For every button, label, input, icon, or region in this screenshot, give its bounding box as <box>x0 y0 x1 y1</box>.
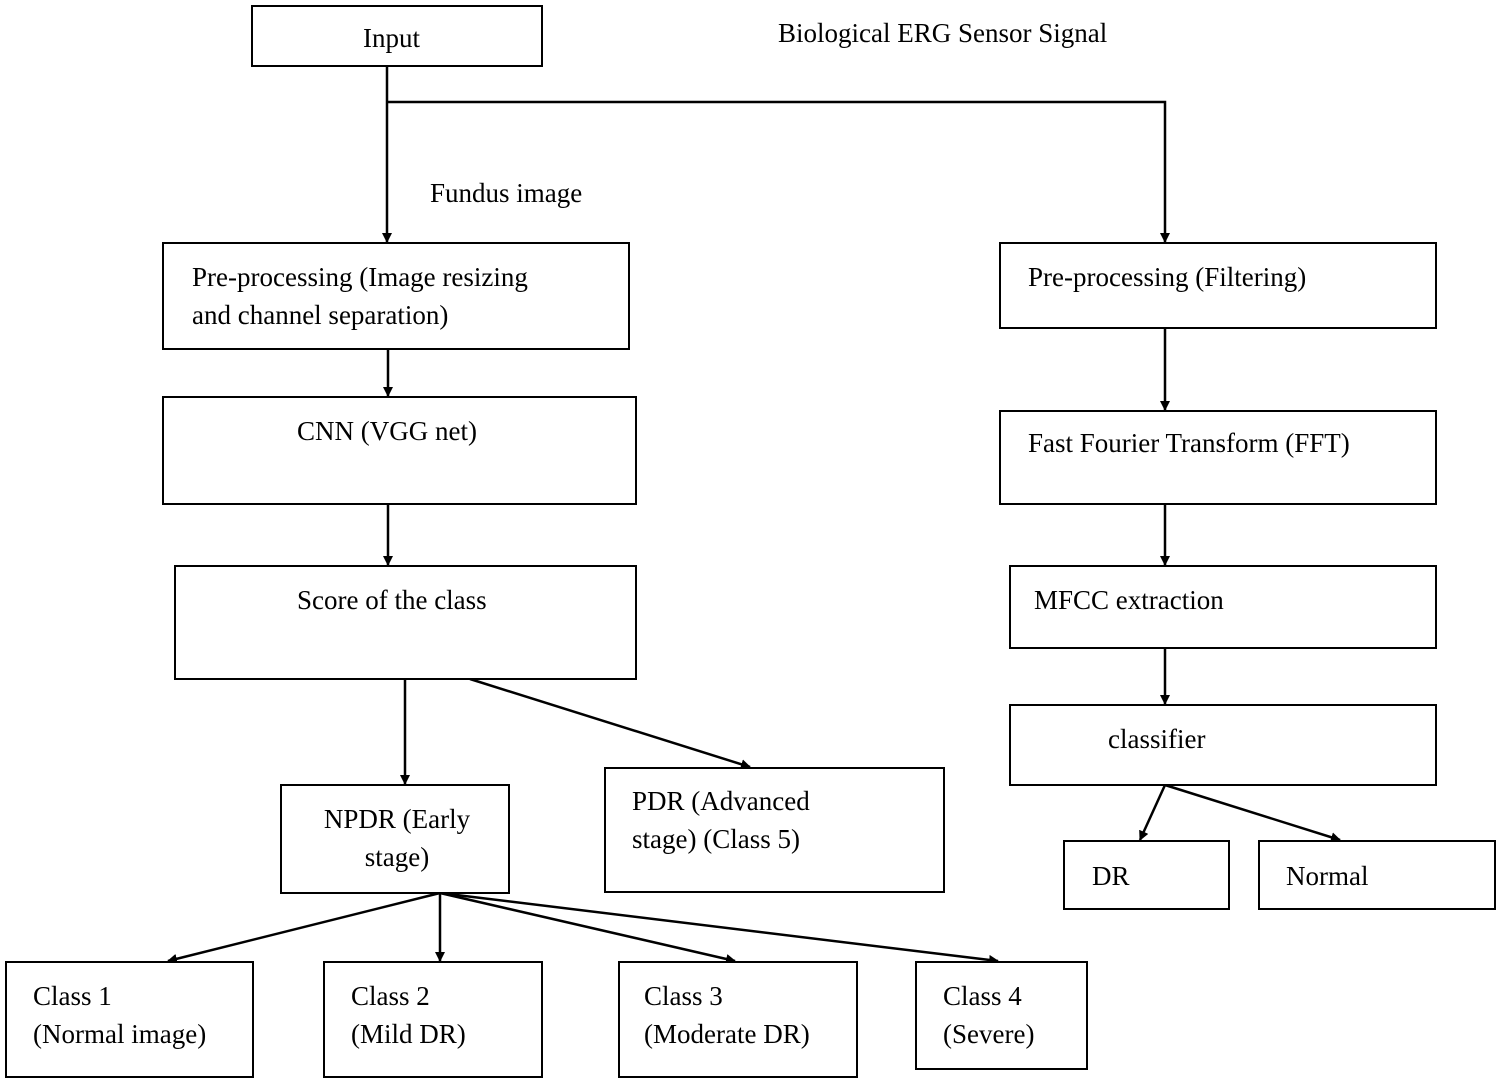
fft-box: Fast Fourier Transform (FFT) <box>999 410 1437 505</box>
mfcc-box: MFCC extraction <box>1009 565 1437 649</box>
erg-branch-line <box>387 100 1170 243</box>
input-box-text: Input <box>363 23 420 53</box>
score-box: Score of the class <box>174 565 637 680</box>
arrow-classifier-to-normal <box>1164 783 1341 843</box>
class2-box: Class 2 (Mild DR) <box>323 961 543 1078</box>
normal-box: Normal <box>1258 840 1496 910</box>
classifier-box: classifier <box>1009 704 1437 786</box>
class1-box: Class 1 (Normal image) <box>5 961 254 1078</box>
arrow-npdr-to-class1 <box>167 891 441 964</box>
normal-text: Normal <box>1286 861 1369 891</box>
arrow-classifier-to-dr <box>1138 784 1167 841</box>
arrow-npdr-to-class4 <box>439 891 999 965</box>
class3-box: Class 3 (Moderate DR) <box>618 961 858 1078</box>
preprocessing-image-box: Pre-processing (Image resizing and chann… <box>162 242 630 350</box>
pdr-text: PDR (Advanced stage) (Class 5) <box>632 786 810 854</box>
biological-erg-label: Biological ERG Sensor Signal <box>778 18 1108 48</box>
fundus-image-label: Fundus image <box>430 178 583 208</box>
classifier-text: classifier <box>1108 724 1206 754</box>
arrow-score-to-pdr <box>469 677 751 770</box>
class4-box: Class 4 (Severe) <box>915 961 1088 1070</box>
preprocessing-image-text: Pre-processing (Image resizing and chann… <box>192 262 528 330</box>
class4-text: Class 4 (Severe) <box>943 981 1035 1049</box>
cnn-text: CNN (VGG net) <box>297 416 477 446</box>
class2-text: Class 2 (Mild DR) <box>351 981 466 1049</box>
class3-text: Class 3 (Moderate DR) <box>644 981 810 1049</box>
mfcc-text: MFCC extraction <box>1034 585 1224 615</box>
pdr-box: PDR (Advanced stage) (Class 5) <box>604 767 945 893</box>
fft-text: Fast Fourier Transform (FFT) <box>1028 428 1350 458</box>
dr-text: DR <box>1092 861 1130 891</box>
score-text: Score of the class <box>297 585 487 615</box>
dr-box: DR <box>1063 840 1230 910</box>
class1-text: Class 1 (Normal image) <box>33 981 207 1049</box>
input-box: Input <box>251 5 543 67</box>
arrow-npdr-to-class3 <box>439 891 736 964</box>
cnn-box: CNN (VGG net) <box>162 396 637 505</box>
npdr-text: NPDR (Early stage) <box>323 804 471 872</box>
preprocessing-filter-box: Pre-processing (Filtering) <box>999 242 1437 329</box>
preprocessing-filter-text: Pre-processing (Filtering) <box>1028 262 1307 292</box>
npdr-box: NPDR (Early stage) <box>280 784 510 894</box>
